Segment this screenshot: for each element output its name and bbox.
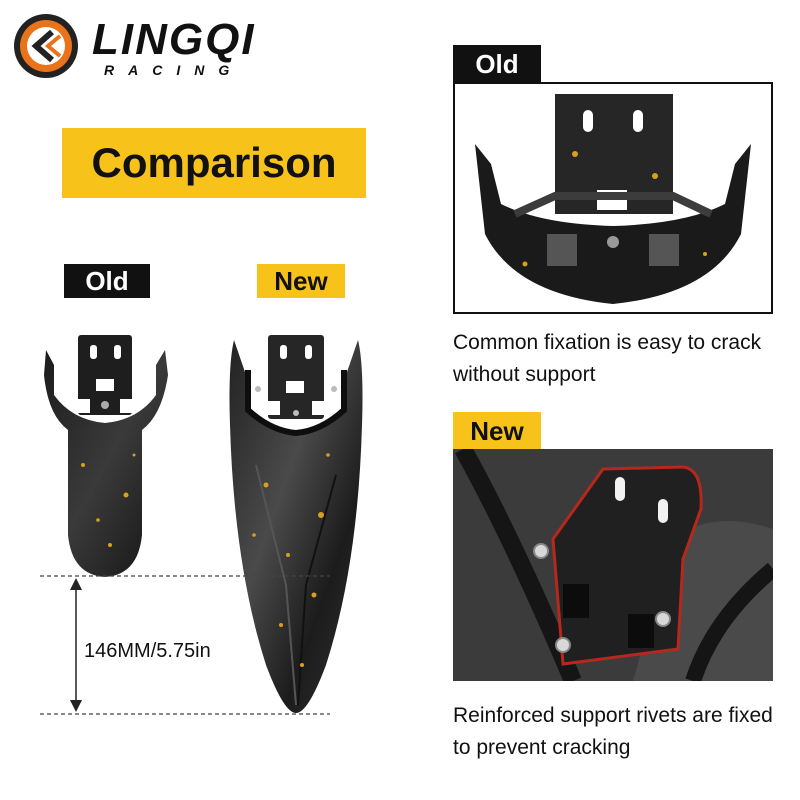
lingqi-logo-icon [14,14,78,78]
brand-name: LINGQI [92,15,256,64]
caption-old: Common fixation is easy to crack without… [453,331,762,386]
label-old-left: Old [64,264,150,298]
new-mount-illustration [453,449,773,681]
label-new-right: New [453,412,541,450]
new-mount-closeup-photo [453,449,773,681]
label-old-right: Old [453,45,541,83]
comparison-title-banner: Comparison [62,128,366,198]
length-measurement-arrow [40,575,330,715]
caption-new: Reinforced support rivets are fixed to p… [453,704,773,759]
old-mount-closeup-photo [453,82,773,314]
brand-tagline: RACING [104,62,244,78]
old-mount-illustration [475,94,751,304]
brand-logo: LINGQI RACING [12,12,312,84]
label-new-left: New [257,264,345,298]
page-title: Comparison [91,139,337,186]
measurement-label: 146MM/5.75in [84,640,211,662]
old-fender-image [44,335,168,577]
new-fender-image [229,335,363,713]
